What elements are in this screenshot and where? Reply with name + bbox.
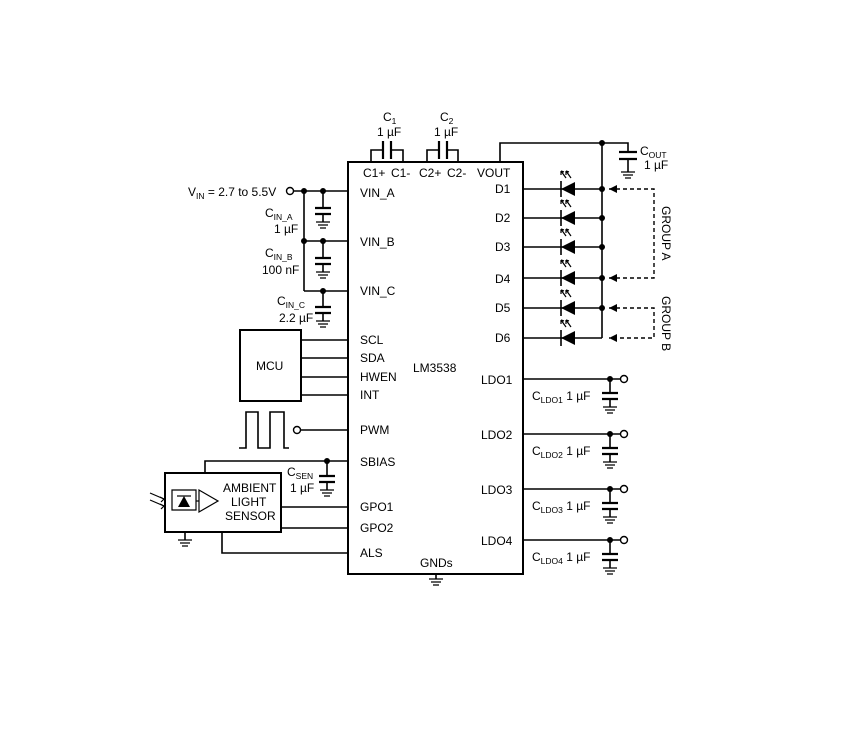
sensor-label: AMBIENT LIGHT SENSOR [223, 481, 279, 523]
top-pin-labels: C1+ C1- C2+ C2- VOUT [363, 166, 511, 180]
cout-value: 1 µF [644, 158, 668, 172]
pin-d2: D2 [495, 211, 511, 225]
pin-d3: D3 [495, 240, 511, 254]
cldo4-label: CLDO4 1 µF [532, 550, 590, 566]
cin-a-value: 1 µF [274, 222, 298, 236]
right-pin-labels: D1 D2 D3 D4 D5 D6 LDO1 LDO2 LDO3 LDO4 [481, 182, 513, 548]
led-array [523, 170, 605, 347]
group-selectors: GROUP A GROUP B [609, 185, 673, 351]
pin-vin-b: VIN_B [360, 235, 395, 249]
pin-ldo1: LDO1 [481, 373, 513, 387]
pin-d6: D6 [495, 331, 511, 345]
pin-d4: D4 [495, 272, 511, 286]
vin-label: VIN = 2.7 to 5.5V [188, 185, 276, 201]
pin-sda: SDA [360, 351, 385, 365]
c2-value: 1 µF [434, 125, 458, 139]
pin-vout: VOUT [477, 166, 511, 180]
c2-name: C2 [440, 110, 454, 126]
group-b-label: GROUP B [659, 296, 673, 351]
left-pin-labels: VIN_A VIN_B VIN_C SCL SDA HWEN INT PWM S… [360, 186, 397, 560]
cldo1-label: CLDO1 1 µF [532, 389, 590, 405]
cin-a-name: CIN_A [265, 206, 293, 222]
pin-sbias: SBIAS [360, 455, 395, 469]
led-d6 [560, 319, 576, 347]
pin-ldo2: LDO2 [481, 428, 513, 442]
pin-vin-a: VIN_A [360, 186, 395, 200]
chip-name: LM3538 [413, 361, 457, 375]
pin-ldo3: LDO3 [481, 483, 513, 497]
pin-als: ALS [360, 546, 383, 560]
led-d5 [560, 289, 576, 317]
pin-d1: D1 [495, 182, 511, 196]
cldo2-label: CLDO2 1 µF [532, 444, 590, 460]
group-a-label: GROUP A [659, 206, 673, 260]
cin-b-name: CIN_B [265, 246, 293, 262]
pwm-source [239, 411, 348, 449]
pin-hwen: HWEN [360, 370, 397, 384]
pin-c2-minus: C2- [447, 166, 466, 180]
pin-gpo1: GPO1 [360, 500, 394, 514]
flying-capacitors: C1 1 µF C2 1 µF [370, 110, 459, 162]
pin-c2-plus: C2+ [419, 166, 441, 180]
mcu-label: MCU [256, 359, 283, 373]
pin-ldo4: LDO4 [481, 534, 513, 548]
cin-c-value: 2.2 µF [279, 311, 313, 325]
cldo3-label: CLDO3 1 µF [532, 499, 590, 515]
pin-d5: D5 [495, 301, 511, 315]
ldo-outputs: CLDO1 1 µF CLDO2 1 µF CLDO3 1 µF CLDO4 1… [521, 374, 629, 576]
csen-name: CSEN [287, 465, 313, 481]
led-d4 [560, 259, 576, 287]
pin-scl: SCL [360, 333, 384, 347]
csen-capacitor: CSEN 1 µF [287, 458, 335, 497]
led-d3 [560, 228, 576, 256]
pin-int: INT [360, 388, 380, 402]
csen-value: 1 µF [290, 481, 314, 495]
mcu-block: MCU [239, 329, 348, 402]
c1-value: 1 µF [377, 125, 401, 139]
pin-gnds: GNDs [420, 556, 453, 570]
cin-c-name: CIN_C [277, 294, 305, 310]
pin-c1-minus: C1- [391, 166, 410, 180]
lm3538-chip [347, 161, 524, 575]
pin-c1-plus: C1+ [363, 166, 385, 180]
c1-name: C1 [383, 110, 397, 126]
led-d2 [560, 199, 576, 227]
chip-ground [429, 574, 443, 586]
vin-network: VIN = 2.7 to 5.5V CIN_A 1 µF CIN_B 100 n… [188, 185, 348, 328]
ambient-light-sensor: AMBIENT LIGHT SENSOR [149, 460, 348, 554]
pin-pwm: PWM [360, 423, 389, 437]
cin-b-value: 100 nF [262, 263, 299, 277]
cout-name: COUT [640, 144, 667, 160]
pin-gpo2: GPO2 [360, 521, 394, 535]
pin-vin-c: VIN_C [360, 284, 396, 298]
